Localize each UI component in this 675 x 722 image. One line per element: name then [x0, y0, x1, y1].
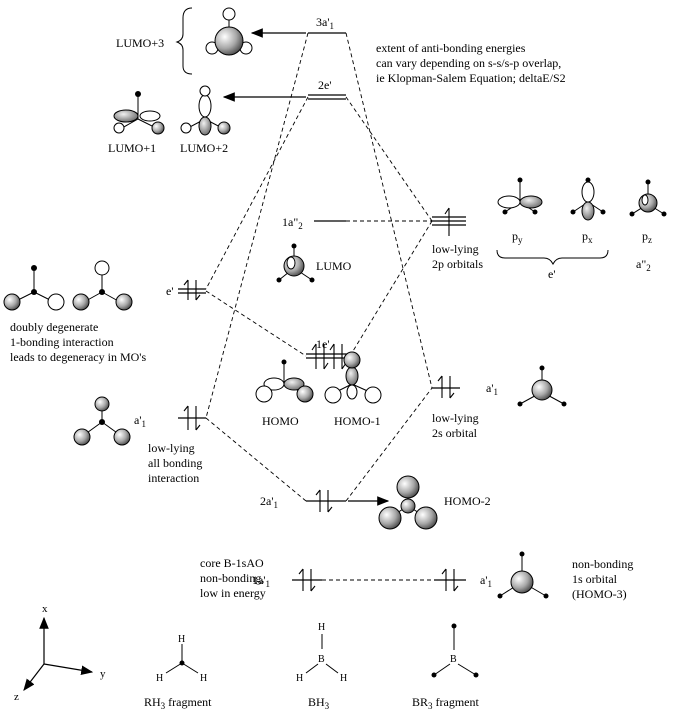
electron-left-a1-down [195, 406, 201, 431]
note-degenerate: doubly degenerate 1-bonding interaction … [10, 320, 146, 364]
electron-2s-up [437, 375, 443, 398]
right-2s-molecule [517, 365, 567, 407]
label-1a2: 1a"2 [282, 215, 303, 231]
electron-1e-up1 [311, 343, 317, 369]
label-homo: HOMO [262, 414, 299, 428]
label-homo2: HOMO-2 [444, 494, 491, 508]
electron-core-left-up [298, 568, 304, 591]
corr-2a1-left [205, 417, 307, 502]
label-lumo2: LUMO+2 [180, 141, 228, 155]
bh3-fragment: H B H H [296, 622, 347, 684]
py-orbital [497, 177, 543, 215]
svg-text:H: H [200, 673, 207, 684]
svg-text:B: B [318, 654, 325, 665]
electron-1e-up2 [329, 343, 335, 369]
label-bh3: BH3 [308, 695, 330, 711]
corr-2a1-right [345, 387, 433, 502]
label-left-a1: a'1 [134, 413, 146, 429]
label-br3: BR3 fragment [412, 695, 479, 711]
label-1e: 1e' [316, 337, 330, 351]
label-right-core-a1: a'1 [480, 573, 492, 589]
axes-icon [23, 616, 94, 691]
label-2e: 2e' [318, 78, 332, 92]
svg-text:H: H [296, 673, 303, 684]
label-left-e: e' [166, 284, 174, 298]
electron-core-right-up [441, 568, 447, 591]
corr-2e-right [345, 96, 433, 222]
px-orbital [570, 177, 606, 221]
note-nonbonding: non-bonding 1s orbital (HOMO-3) [572, 557, 636, 601]
label-1a1: 1a'1 [252, 573, 270, 589]
label-rh3: RH3 fragment [144, 695, 212, 711]
label-right-a1: a'1 [486, 381, 498, 397]
label-py: py [512, 229, 523, 245]
label-lumo: LUMO [316, 259, 352, 273]
brace-left [175, 7, 193, 75]
brace-e [496, 249, 609, 266]
svg-text:H: H [156, 673, 163, 684]
label-homo1: HOMO-1 [334, 414, 381, 428]
note-allbonding: low-lying all bonding interaction [148, 441, 205, 485]
note-low2p: low-lying 2p orbitals [432, 242, 483, 271]
core-molecule [497, 551, 549, 599]
label-lumo3: LUMO+3 [116, 36, 164, 50]
corr-2e-left [205, 96, 309, 290]
electron-left-a1-up [183, 405, 189, 430]
svg-text:H: H [318, 622, 325, 633]
corr-1e-left [205, 290, 307, 357]
lumo2-molecule [180, 85, 231, 136]
left-e-molecule-1 [3, 265, 65, 311]
svg-text:H: H [178, 634, 185, 645]
label-e-group: e' [548, 267, 556, 281]
homo-molecule [255, 359, 314, 403]
label-pz: pz [642, 229, 652, 245]
lumo-molecule [276, 243, 315, 283]
note-low2s: low-lying 2s orbital [432, 411, 482, 440]
electron-2a1-up [315, 489, 321, 512]
homo2-molecule [378, 475, 438, 530]
electron-2a1-down [327, 490, 333, 513]
label-a2: a"2 [636, 257, 651, 273]
electron-core-right-down [453, 569, 459, 592]
electron-left-e-down [195, 280, 201, 301]
label-px: px [582, 229, 593, 245]
electron-2p [444, 207, 450, 236]
label-lumo1: LUMO+1 [108, 141, 156, 155]
homo1-molecule [324, 351, 382, 404]
corr-1e-right [349, 220, 433, 357]
electron-1e-down1 [323, 344, 329, 370]
rh3-fragment: H H H [156, 634, 207, 684]
electron-core-left-down [310, 569, 316, 592]
axis-z-label: z [14, 691, 19, 703]
left-e-molecule-2 [72, 260, 133, 311]
left-a1-molecule [73, 396, 131, 446]
axis-y-label: y [100, 668, 106, 680]
pz-orbital [629, 179, 667, 217]
label-2a1: 2a'1 [260, 494, 278, 510]
svg-text:B: B [450, 654, 457, 665]
lumo3-molecule [205, 7, 253, 56]
note-core: core B-1sAO non-bonding, low in energy [200, 556, 267, 600]
electron-left-e-up [183, 279, 189, 300]
label-3a1: 3a'1 [316, 15, 334, 31]
note-antibonding: extent of anti-bonding energies can vary… [376, 41, 566, 85]
corr-3a1-right [345, 32, 433, 389]
electron-2s-down [449, 376, 455, 399]
svg-text:H: H [340, 673, 347, 684]
br3-fragment: B [431, 623, 479, 678]
axis-x-label: x [42, 603, 48, 615]
lumo1-molecule [113, 91, 165, 135]
